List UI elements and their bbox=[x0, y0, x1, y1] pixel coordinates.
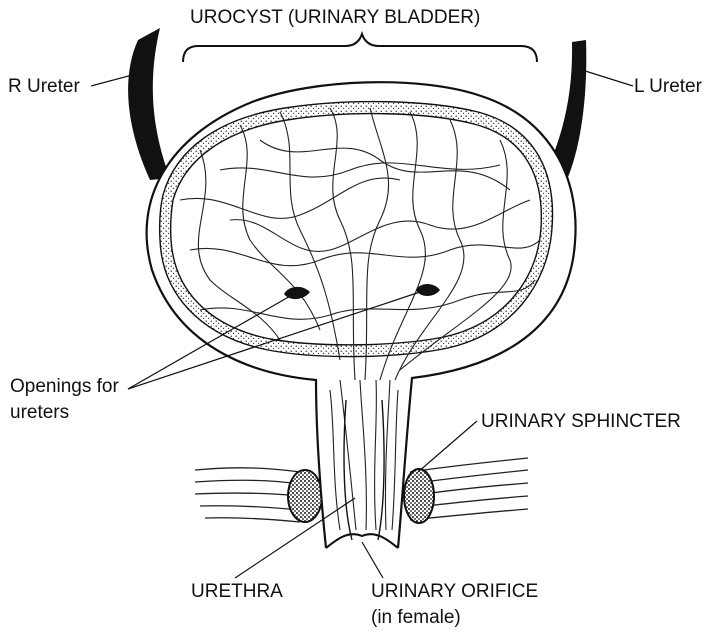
sphincter-left bbox=[288, 470, 322, 522]
sphincter-right bbox=[404, 469, 434, 523]
bladder-title-label: UROCYST (URINARY BLADDER) bbox=[190, 7, 480, 29]
ureter-openings-label-line2: ureters bbox=[10, 402, 69, 424]
sphincter-label: URINARY SPHINCTER bbox=[481, 411, 681, 433]
right-ureter-label: R Ureter bbox=[8, 76, 80, 98]
ureter-openings-label: Openings for bbox=[10, 376, 119, 398]
orifice-label-line2: (in female) bbox=[371, 607, 461, 629]
left-ureter-label: L Ureter bbox=[634, 76, 702, 98]
urethra-label: URETHRA bbox=[191, 581, 283, 603]
title-brace bbox=[183, 34, 537, 62]
orifice-label: URINARY ORIFICE bbox=[371, 581, 538, 603]
right-ureter bbox=[128, 28, 170, 180]
